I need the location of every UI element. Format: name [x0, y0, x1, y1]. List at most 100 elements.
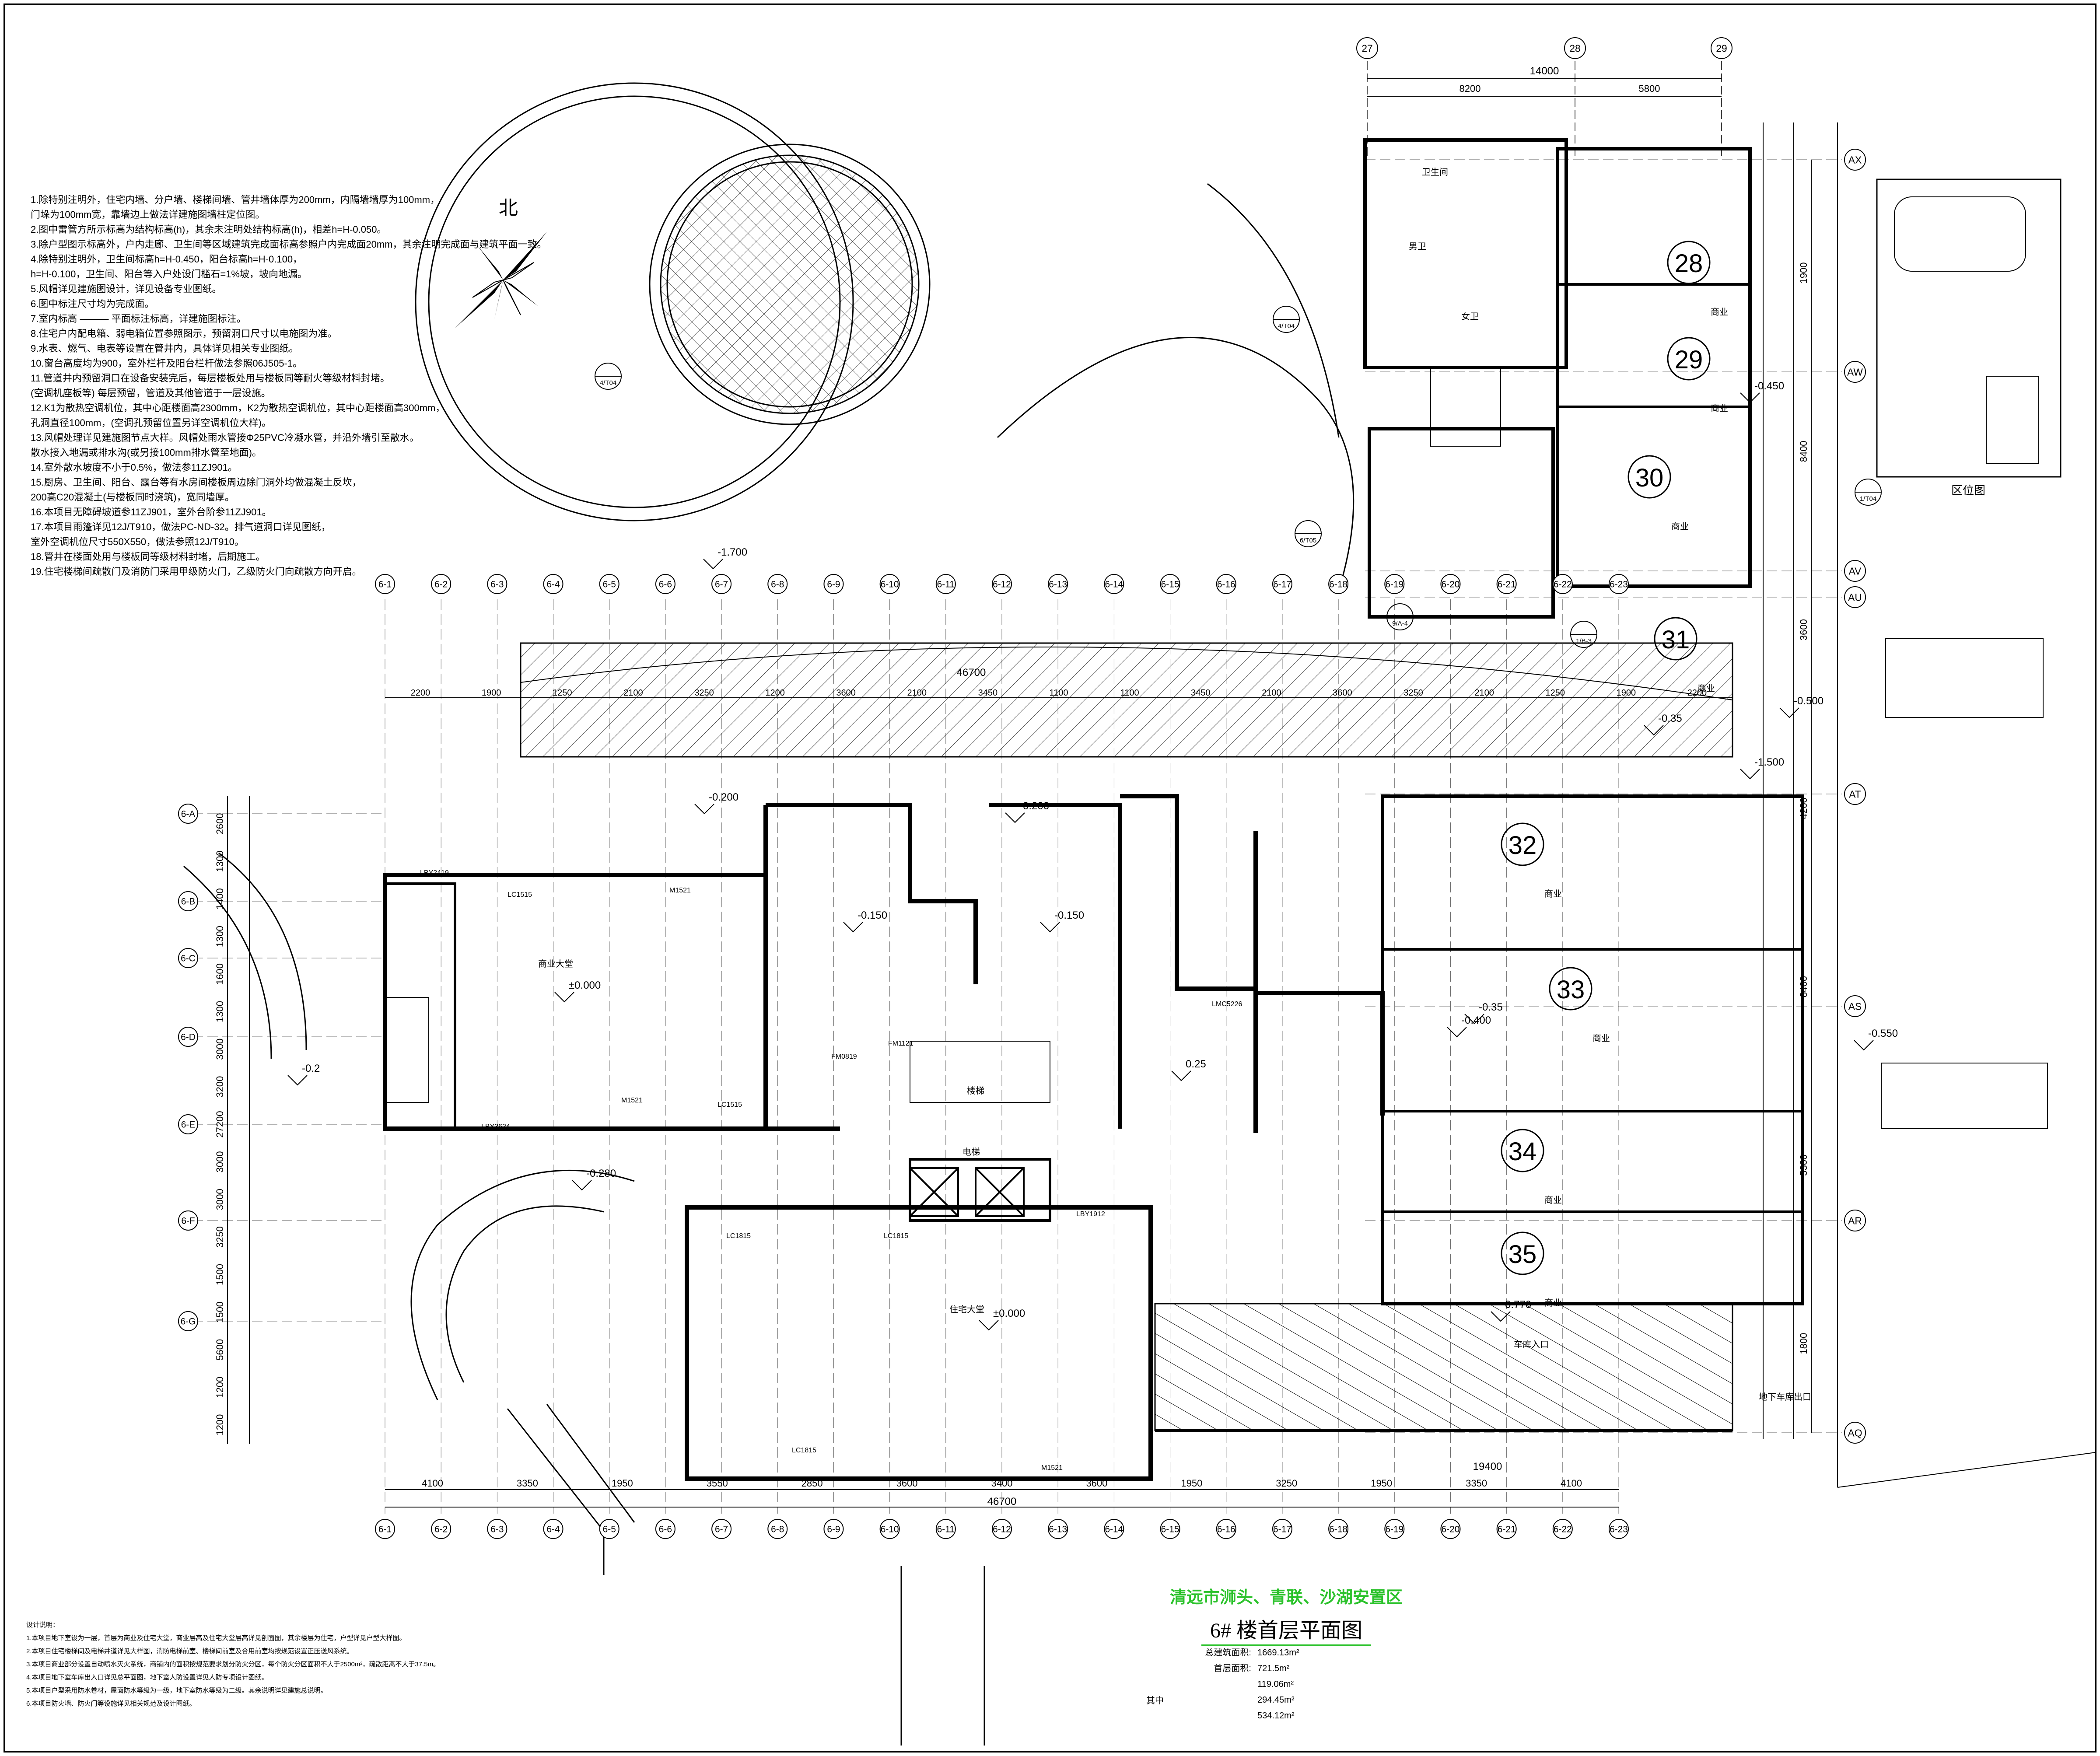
grid-axis-bottom-6-9: 6-9 [827, 1525, 840, 1535]
top-dimensions: 14000 8200 5800 [1367, 65, 1722, 97]
grid-axis-top-6-22: 6-22 [1554, 580, 1572, 590]
grid-axis-AV: AV [1849, 565, 1862, 577]
note-line: h=H-0.100，卫生间、阳台等入户处设门槛石=1%坡，坡向地漏。 [31, 269, 307, 280]
title-block: 清远市浉头、青联、沙湖安置区 6# 楼首层平面图 [1164, 1584, 1409, 1646]
note-line: 孔洞直径100mm，(空调孔预留位置另详空调机位大样)。 [31, 417, 272, 428]
room-label: 女卫 [1461, 311, 1479, 322]
door-label: FM0819 [831, 1053, 857, 1060]
grid-axis-6-G: 6-G [181, 1317, 196, 1327]
shop-label: 商业 [1544, 889, 1562, 899]
shop-marker-34 [1501, 1129, 1544, 1172]
grid-axis-top-6-18-bubble [1328, 574, 1349, 594]
grid-axis-6-C-bubble [178, 948, 198, 968]
top-dim-total: 14000 [1530, 65, 1559, 77]
area-stat-value: 294.45m² [1257, 1695, 1295, 1705]
area-stat-label [1181, 1692, 1251, 1708]
shop-marker-35 [1501, 1231, 1544, 1275]
shop-marker-32 [1501, 822, 1544, 866]
shop-label: 商业 [1698, 683, 1715, 693]
grid-axis-bottom-6-21: 6-21 [1498, 1525, 1516, 1535]
grid-axis-bottom-6-5: 6-5 [603, 1525, 616, 1535]
grid-axis-bottom-6-2-bubble [431, 1519, 452, 1539]
grid-axis-top-6-19-bubble [1384, 574, 1405, 594]
section-mark-label: 6/T05 [1300, 537, 1316, 544]
right-dim: 8400 [1798, 441, 1809, 462]
ramp [1154, 1303, 1733, 1431]
left-dim: 3000 [214, 1151, 225, 1172]
grid-axis-6-G-bubble [178, 1311, 198, 1331]
door-label: M1521 [1041, 1464, 1063, 1472]
area-stat-value: 119.06m² [1257, 1679, 1294, 1689]
grid-axis-bottom-6-4-bubble [543, 1519, 564, 1539]
shop-marker-29 [1667, 337, 1711, 381]
bottom-dim: 1950 [1181, 1478, 1202, 1489]
grid-axis-top-6-11: 6-11 [937, 580, 955, 590]
door-label: LC1815 [726, 1232, 751, 1240]
bottom-dim: 1950 [1371, 1478, 1392, 1489]
grid-axis-top-6-12: 6-12 [993, 580, 1011, 590]
grid-axis-AQ-bubble [1844, 1422, 1866, 1444]
grid-axis-AW: AW [1847, 366, 1863, 378]
grid-axis-bottom-6-22: 6-22 [1554, 1525, 1572, 1535]
door-label: M1521 [669, 887, 691, 894]
level-label: -0.35 [1479, 1001, 1503, 1013]
top-dim: 5800 [1639, 83, 1660, 94]
grid-axis-bottom-6-8: 6-8 [771, 1525, 784, 1535]
grid-axis-top-6-2-bubble [431, 574, 452, 594]
grid-axis-top-6-6: 6-6 [659, 580, 672, 590]
grid-axis-6-B-bubble [178, 891, 198, 911]
grid-axis-top-6-1-bubble [375, 574, 395, 594]
grid-axis-29: 29 [1716, 42, 1727, 54]
top-dim: 8200 [1460, 83, 1481, 94]
grid-axis-bottom-6-13: 6-13 [1049, 1525, 1067, 1535]
grid-axis-bottom-6-10: 6-10 [881, 1525, 899, 1535]
grid-axis-top-6-7: 6-7 [715, 580, 728, 590]
arcade-dim: 3450 [978, 688, 998, 698]
grid-axis-AV-bubble [1844, 560, 1866, 582]
grid-axis-top-6-12-bubble [992, 574, 1012, 594]
note-line: 8.住宅户内配电箱、弱电箱位置参照图示，预留洞口尺寸以电施图为准。 [31, 328, 337, 339]
bottom-dim-total: 46700 [987, 1496, 1017, 1508]
grid-axis-29-bubble [1711, 37, 1732, 59]
grid-axis-bottom-6-12-bubble [992, 1519, 1012, 1539]
grid-axis-bottom-6-15-bubble [1160, 1519, 1180, 1539]
grid-axis-top-6-16-bubble [1216, 574, 1236, 594]
note-line: 17.本项目雨篷详见12J/T910，做法PC-ND-32。排气道洞口详见图纸， [31, 521, 331, 532]
grid-axis-top-6-13-bubble [1048, 574, 1068, 594]
door-label: LMC5226 [1212, 1000, 1242, 1008]
landscape [415, 82, 1354, 591]
grid-axis-AU: AU [1848, 591, 1862, 603]
grid-axis-top-6-18: 6-18 [1329, 580, 1348, 590]
grid-axis-bottom-6-15: 6-15 [1161, 1525, 1180, 1535]
area-stat-label [1181, 1676, 1251, 1692]
shop-label: 商业 [1671, 521, 1689, 532]
grid-axis-AS: AS [1848, 1000, 1862, 1012]
grid-axis-6-E: 6-E [181, 1120, 196, 1130]
note-line: 3.除户型图示标高外，户内走廊、卫生间等区域建筑完成面标高参照户内完成面20mm… [31, 239, 547, 250]
note-line: 19.住宅楼梯间疏散门及消防门采用甲级防火门，乙级防火门向疏散方向开启。 [31, 566, 362, 577]
grid-axis-bottom-6-12: 6-12 [993, 1525, 1011, 1535]
road [1763, 122, 2096, 1488]
grid-axis-top-6-7-bubble [711, 574, 732, 594]
general-notes: 1.除特别注明外，住宅内墙、分户墙、楼梯间墙、管井墙体厚为200mm，内隔墙墙厚… [31, 192, 547, 579]
grid-axis-AX: AX [1848, 154, 1862, 165]
grid-axis-bottom-6-1: 6-1 [378, 1525, 392, 1535]
room-label: 车库入口 [1514, 1340, 1549, 1350]
arcade-dim: 1250 [1545, 688, 1565, 698]
grid-axis-top-6-14: 6-14 [1105, 580, 1123, 590]
grid-axis-top-6-9: 6-9 [827, 580, 840, 590]
note-line: 15.厨房、卫生间、阳台、露台等有水房间楼板周边除门洞外均做混凝土反坎， [31, 477, 362, 488]
grid-axis-6-A-bubble [178, 804, 198, 824]
left-dim: 3250 [214, 1226, 225, 1248]
grid-axis-28: 28 [1569, 42, 1580, 54]
area-stat-row: 294.45m² [1181, 1692, 1365, 1708]
level-label: 0.770 [1505, 1299, 1531, 1311]
shop-label: 商业 [1592, 1033, 1610, 1043]
grid-axis-top-6-14-bubble [1104, 574, 1124, 594]
